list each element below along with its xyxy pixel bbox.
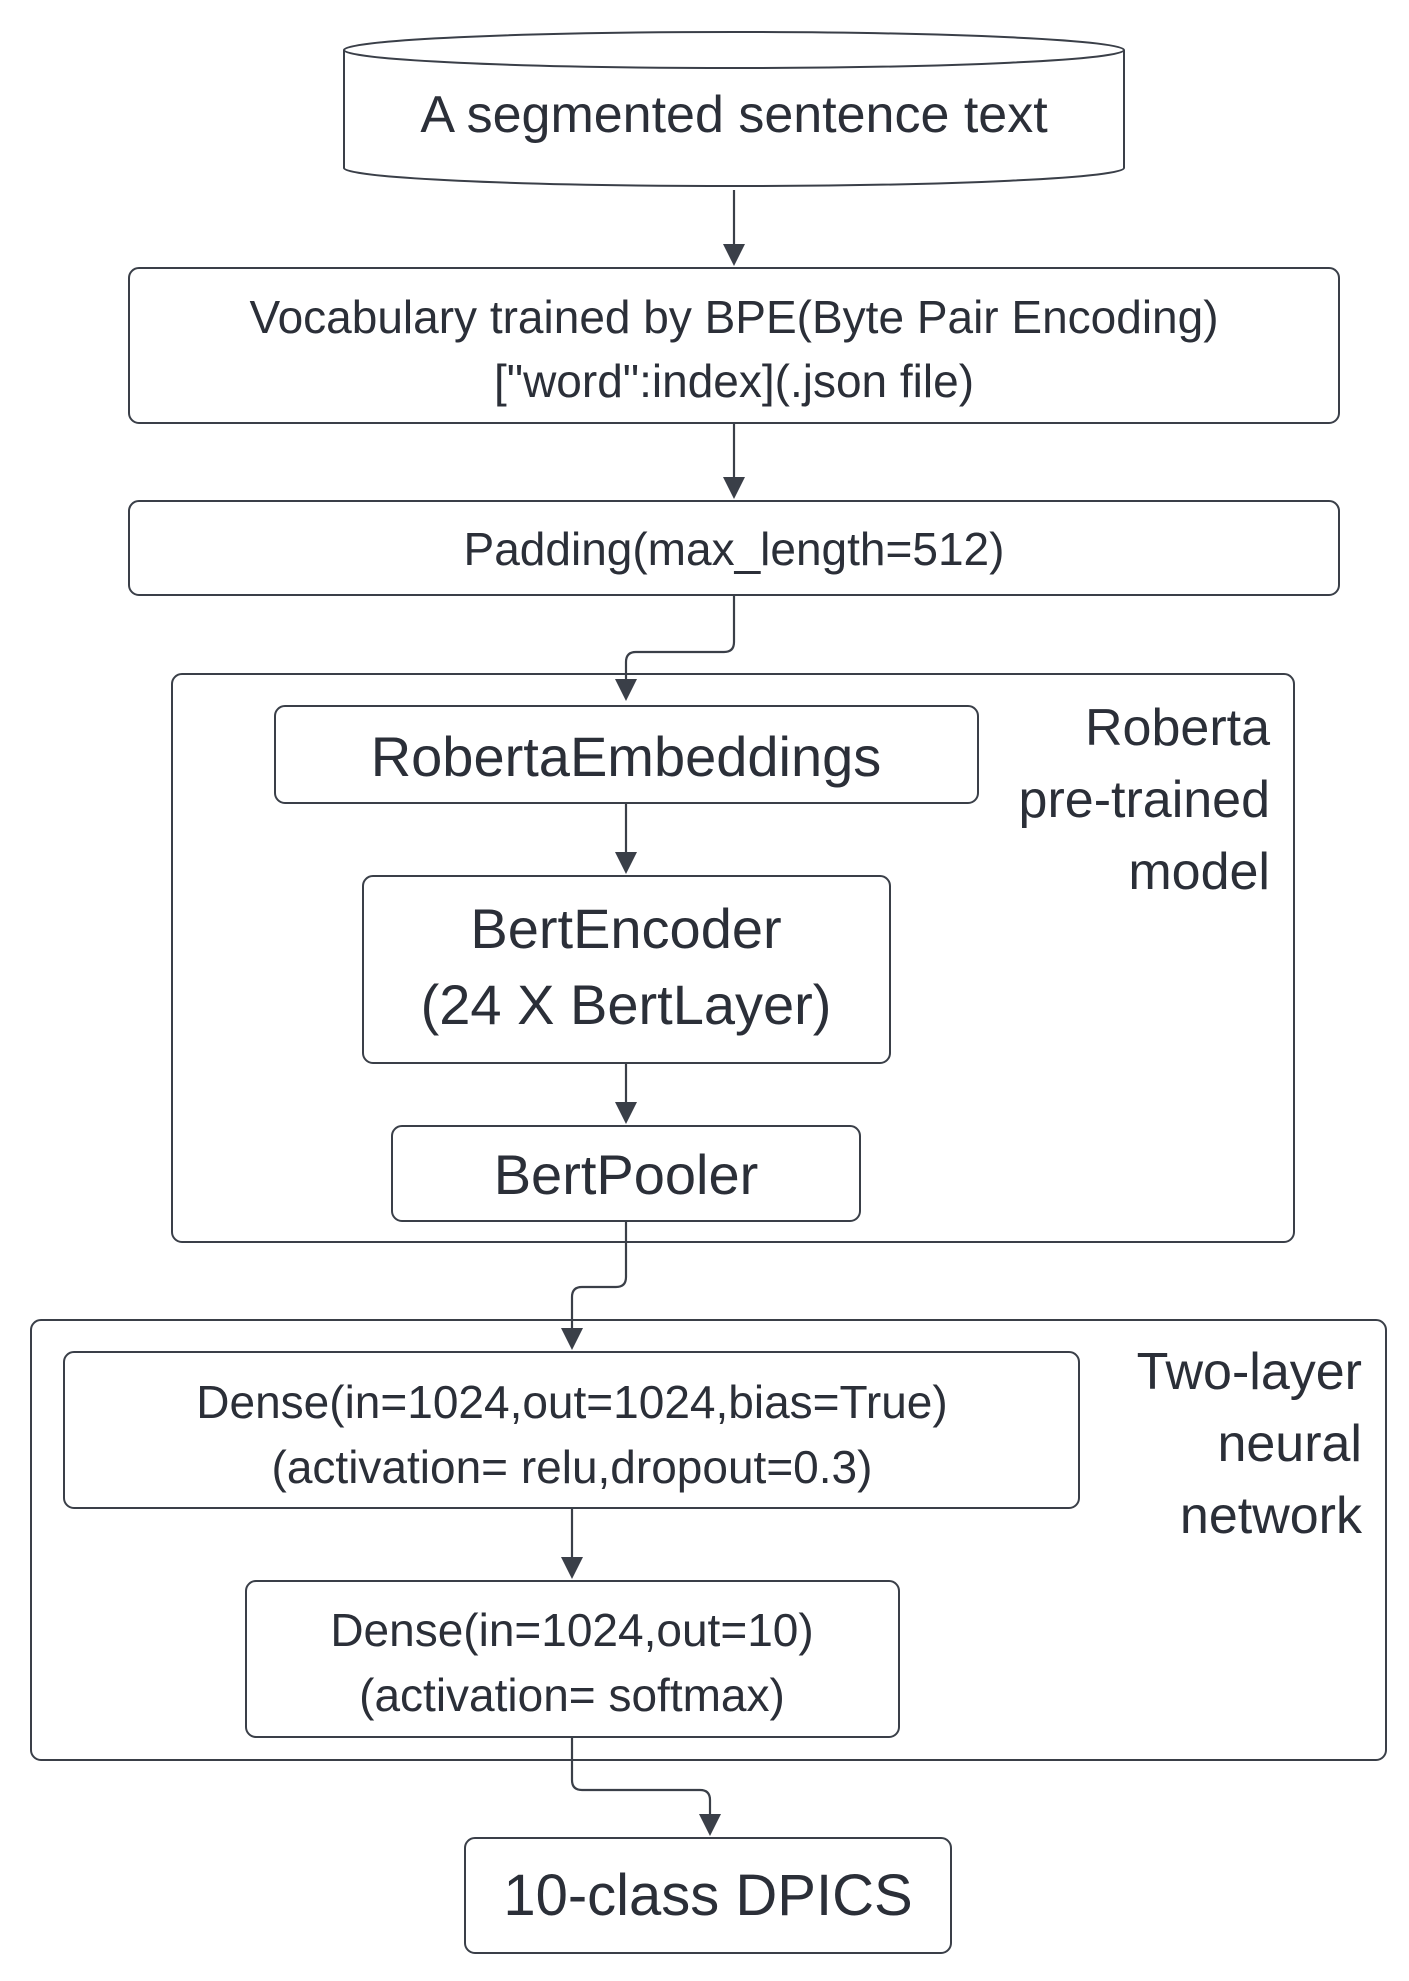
padding-label: Padding(max_length=512) [464,523,1005,575]
bert-pooler-box: BertPooler [391,1125,861,1222]
dense2-label-line1: Dense(in=1024,out=10) [330,1604,813,1656]
connector-input-vocabulary [723,190,745,266]
neural-network-group: Two-layer neural network [30,1319,1387,1761]
bert-encoder-box: BertEncoder (24 X BertLayer) [362,875,891,1064]
connector-dense2-output [570,1738,721,1836]
dense1-label-line2: (activation= relu,dropout=0.3) [272,1441,873,1493]
vocabulary-label-line2: ["word":index](.json file) [494,355,974,407]
connector-embeddings-encoder [615,804,637,874]
input-label: A segmented sentence text [420,86,1048,144]
neural-network-group-title-line3: network [1180,1487,1363,1545]
connector-pooler-dense1 [561,1222,628,1350]
dense1-box: Dense(in=1024,out=1024,bias=True) (activ… [63,1351,1080,1509]
roberta-group-title-line2: pre-trained [1019,771,1270,829]
roberta-group: Roberta pre-trained model [171,673,1295,1243]
dense2-label-line2: (activation= softmax) [359,1669,785,1721]
vocabulary-label-line1: Vocabulary trained by BPE(Byte Pair Enco… [249,291,1218,343]
roberta-group-title-line3: model [1128,843,1270,901]
bert-pooler-label: BertPooler [494,1143,759,1206]
bert-encoder-label-line2: (24 X BertLayer) [421,973,832,1036]
neural-network-group-title-line2: neural [1217,1415,1362,1473]
dense2-box: Dense(in=1024,out=10) (activation= softm… [245,1580,900,1738]
vocabulary-box: Vocabulary trained by BPE(Byte Pair Enco… [128,267,1340,424]
input-cylinder: A segmented sentence text [343,31,1125,187]
connector-padding-embeddings [615,596,736,701]
dense1-label-line1: Dense(in=1024,out=1024,bias=True) [196,1376,947,1428]
roberta-embeddings-box: RobertaEmbeddings [274,705,979,804]
output-label: 10-class DPICS [503,1863,912,1928]
output-box: 10-class DPICS [464,1837,952,1954]
bert-encoder-label-line1: BertEncoder [470,897,781,960]
connector-encoder-pooler [615,1064,637,1124]
padding-box: Padding(max_length=512) [128,500,1340,596]
roberta-group-title-line1: Roberta [1085,699,1270,757]
neural-network-group-title-line1: Two-layer [1137,1343,1362,1401]
connector-vocabulary-padding [723,424,745,499]
roberta-embeddings-label: RobertaEmbeddings [371,725,882,788]
connector-dense1-dense2 [561,1509,583,1579]
